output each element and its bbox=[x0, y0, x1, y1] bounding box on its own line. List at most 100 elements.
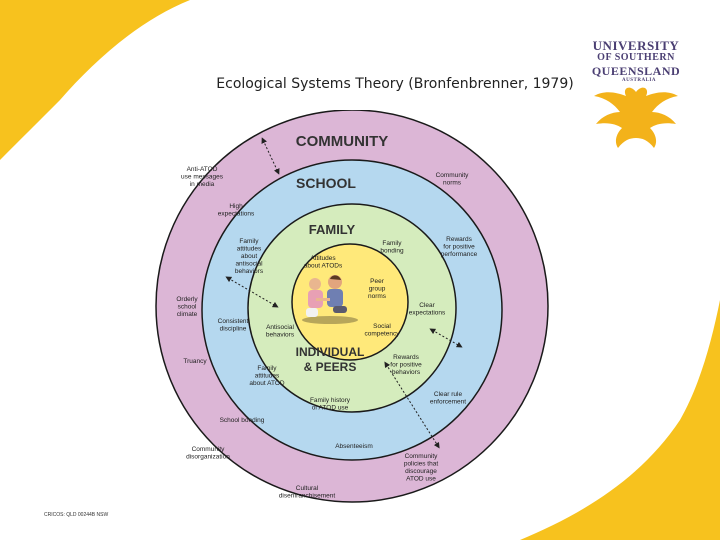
label-attitudes-atods-line-0: Attitudes bbox=[310, 255, 336, 262]
label-family-attitudes-antisocial-line-2: about bbox=[241, 253, 257, 260]
label-anti-atod-line-2: in media bbox=[190, 181, 215, 188]
label-rewards-performance-line-0: Rewards bbox=[446, 236, 472, 243]
individual-ring bbox=[291, 243, 409, 361]
label-absenteeism-line-0: Absenteeism bbox=[335, 443, 373, 450]
label-social-competency-line-0: Social bbox=[373, 323, 391, 330]
label-attitudes-atods-line-1: about ATODs bbox=[304, 263, 343, 270]
family-title: FAMILY bbox=[309, 222, 356, 237]
label-clear-rule-line-1: enforcement bbox=[430, 399, 466, 406]
label-anti-atod-line-0: Anti-ATOD bbox=[187, 166, 218, 173]
label-community-norms-line-0: Community bbox=[436, 172, 470, 179]
label-family-attitudes-antisocial-line-1: attitudes bbox=[237, 246, 262, 253]
label-high-expectations-line-0: High bbox=[229, 203, 243, 210]
school-title: SCHOOL bbox=[296, 175, 356, 191]
arrow-bottom-right bbox=[384, 361, 440, 449]
label-family-history-line-1: of ATOD use bbox=[312, 405, 349, 412]
label-consistent-discipline-line-1: discipline bbox=[220, 326, 247, 333]
label-peer-group-norms-line-2: norms bbox=[368, 293, 387, 300]
label-cultural-disenfranchisement-line-0: Cultural bbox=[296, 485, 319, 492]
label-family-attitudes-antisocial-line-3: antisocial bbox=[235, 261, 263, 268]
label-clear-expectations-line-0: Clear bbox=[419, 302, 435, 309]
label-family-bonding-line-0: Family bbox=[382, 240, 402, 247]
phoenix-emblem-icon bbox=[594, 87, 678, 148]
label-community-policies-line-2: discourage bbox=[405, 468, 437, 475]
logo-text-line3: QUEENSLAND bbox=[591, 64, 681, 78]
arrows bbox=[225, 137, 463, 449]
label-school-bonding: School bonding bbox=[220, 417, 265, 424]
label-anti-atod-line-1: use messages bbox=[181, 174, 224, 181]
label-orderly-climate-line-1: school bbox=[178, 304, 197, 311]
label-rewards-behaviors-line-2: behaviors bbox=[392, 369, 421, 376]
label-absenteeism: Absenteeism bbox=[335, 443, 373, 450]
label-antisocial-behaviors-line-1: behaviors bbox=[266, 332, 295, 339]
label-antisocial-behaviors-line-0: Antisocial bbox=[266, 324, 294, 331]
slide-title: Ecological Systems Theory (Bronfenbrenne… bbox=[216, 76, 574, 92]
label-community-disorganization-line-1: disorganization bbox=[186, 454, 230, 461]
label-high-expectations-line-1: expectations bbox=[218, 211, 255, 218]
label-community-policies-line-3: ATOD use bbox=[406, 476, 436, 483]
label-family-bonding-line-1: bonding bbox=[380, 248, 404, 255]
logo-text-line4: AUSTRALIA bbox=[622, 78, 656, 83]
label-family-attitudes-atod-line-0: Family bbox=[257, 365, 277, 372]
university-logo: UNIVERSITY OF SOUTHERN QUEENSLAND AUSTRA… bbox=[586, 38, 686, 150]
bottom-right-yellow-swoosh bbox=[520, 300, 720, 540]
label-consistent-discipline-line-0: Consistent bbox=[218, 318, 249, 325]
label-cultural-disenfranchisement-line-1: disenfranchisement bbox=[279, 493, 336, 500]
label-school-bonding-line-0: School bonding bbox=[220, 417, 265, 424]
arrow-top bbox=[261, 137, 280, 175]
top-left-yellow-swoosh bbox=[0, 0, 190, 160]
footer-code: CRICOS: QLD 00244B NSW bbox=[44, 512, 109, 518]
label-orderly-climate-line-0: Orderly bbox=[176, 296, 198, 303]
label-truancy: Truancy bbox=[183, 358, 207, 365]
label-peer-group-norms-line-0: Peer bbox=[370, 278, 385, 285]
logo-text-line1: UNIVERSITY bbox=[592, 38, 680, 53]
label-community-policies-line-0: Community bbox=[405, 453, 439, 460]
label-family-history-line-0: Family history bbox=[310, 397, 351, 404]
label-community-norms-line-1: norms bbox=[443, 180, 462, 187]
ecological-systems-diagram: COMMUNITY SCHOOL FAMILY INDIVIDUAL & PEE… bbox=[155, 110, 549, 503]
label-family-attitudes-atod-line-2: about ATOD bbox=[249, 380, 284, 387]
label-rewards-behaviors-line-0: Rewards bbox=[393, 354, 419, 361]
peers-title: & PEERS bbox=[304, 360, 357, 374]
label-orderly-climate-line-2: climate bbox=[177, 311, 198, 318]
logo-text-line2: OF SOUTHERN bbox=[597, 52, 675, 63]
arrow-right bbox=[429, 328, 463, 348]
label-clear-expectations-line-1: expectations bbox=[409, 310, 446, 317]
community-title: COMMUNITY bbox=[296, 133, 389, 150]
label-rewards-performance-line-1: for positive bbox=[443, 244, 475, 251]
label-rewards-performance-line-2: performance bbox=[441, 251, 478, 258]
label-rewards-behaviors-line-1: for positive bbox=[390, 362, 422, 369]
label-family-attitudes-antisocial-line-0: Family bbox=[239, 238, 259, 245]
individual-title: INDIVIDUAL bbox=[296, 345, 365, 359]
children-illustration bbox=[302, 275, 358, 324]
label-clear-rule-line-0: Clear rule bbox=[434, 391, 463, 398]
arrow-left bbox=[225, 276, 279, 308]
label-truancy-line-0: Truancy bbox=[183, 358, 207, 365]
label-peer-group-norms-line-1: group bbox=[369, 286, 386, 293]
label-family-attitudes-antisocial-line-4: behaviors bbox=[235, 268, 264, 275]
label-social-competency-line-1: competency bbox=[364, 331, 400, 338]
label-family-attitudes-atod-line-1: attitudes bbox=[255, 373, 280, 380]
label-community-disorganization-line-0: Community bbox=[192, 446, 226, 453]
